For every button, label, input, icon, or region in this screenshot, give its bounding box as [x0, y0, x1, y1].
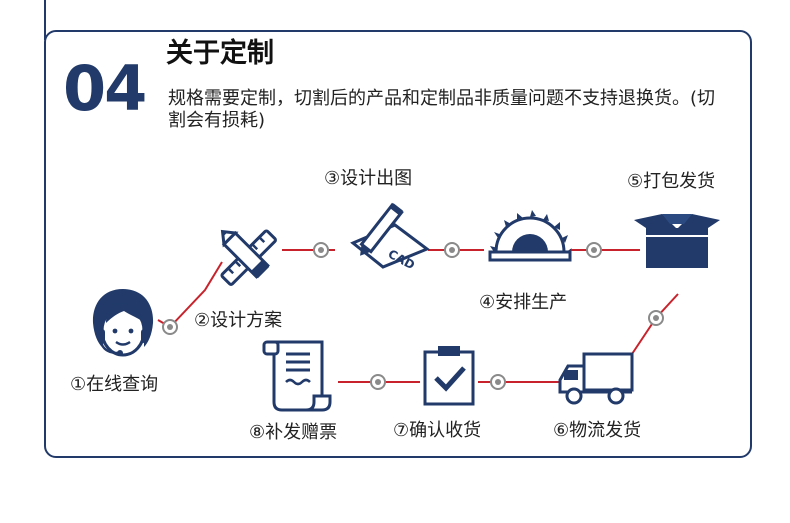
frame-top-line [44, 0, 46, 40]
node-dot-1 [162, 319, 178, 335]
node-dot-4 [586, 242, 602, 258]
customer-service-agent-icon [92, 289, 154, 357]
step-label-5: ⑤打包发货 [627, 171, 716, 192]
invoice-scroll-icon [262, 340, 332, 412]
node-dot-7 [370, 374, 386, 390]
node-dot-6 [490, 374, 506, 390]
clipboard-check-icon [423, 346, 475, 406]
step-label-8: ⑧补发赠票 [249, 422, 338, 443]
cad-drawing-icon: CAD [350, 202, 431, 269]
section-description: 规格需要定制，切割后的产品和定制品非质量问题不支持退换货。(切割会有损耗) [168, 88, 716, 131]
step-label-7: ⑦确认收货 [393, 420, 482, 441]
step-label-3: ③设计出图 [324, 168, 413, 189]
step-label-1: ①在线查询 [70, 374, 159, 395]
delivery-truck-icon [558, 352, 634, 405]
node-dot-2 [313, 242, 329, 258]
node-dot-3 [444, 242, 460, 258]
step-label-4: ④安排生产 [479, 292, 568, 313]
saw-blade-icon [488, 210, 572, 262]
content-frame [44, 30, 752, 458]
package-box-icon [634, 214, 720, 268]
pencil-ruler-icon [220, 229, 277, 286]
section-number: 04 [63, 52, 147, 125]
step-label-6: ⑥物流发货 [553, 420, 642, 441]
node-dot-5 [648, 310, 664, 326]
step-label-2: ②设计方案 [194, 310, 283, 331]
section-title: 关于定制 [166, 38, 274, 69]
